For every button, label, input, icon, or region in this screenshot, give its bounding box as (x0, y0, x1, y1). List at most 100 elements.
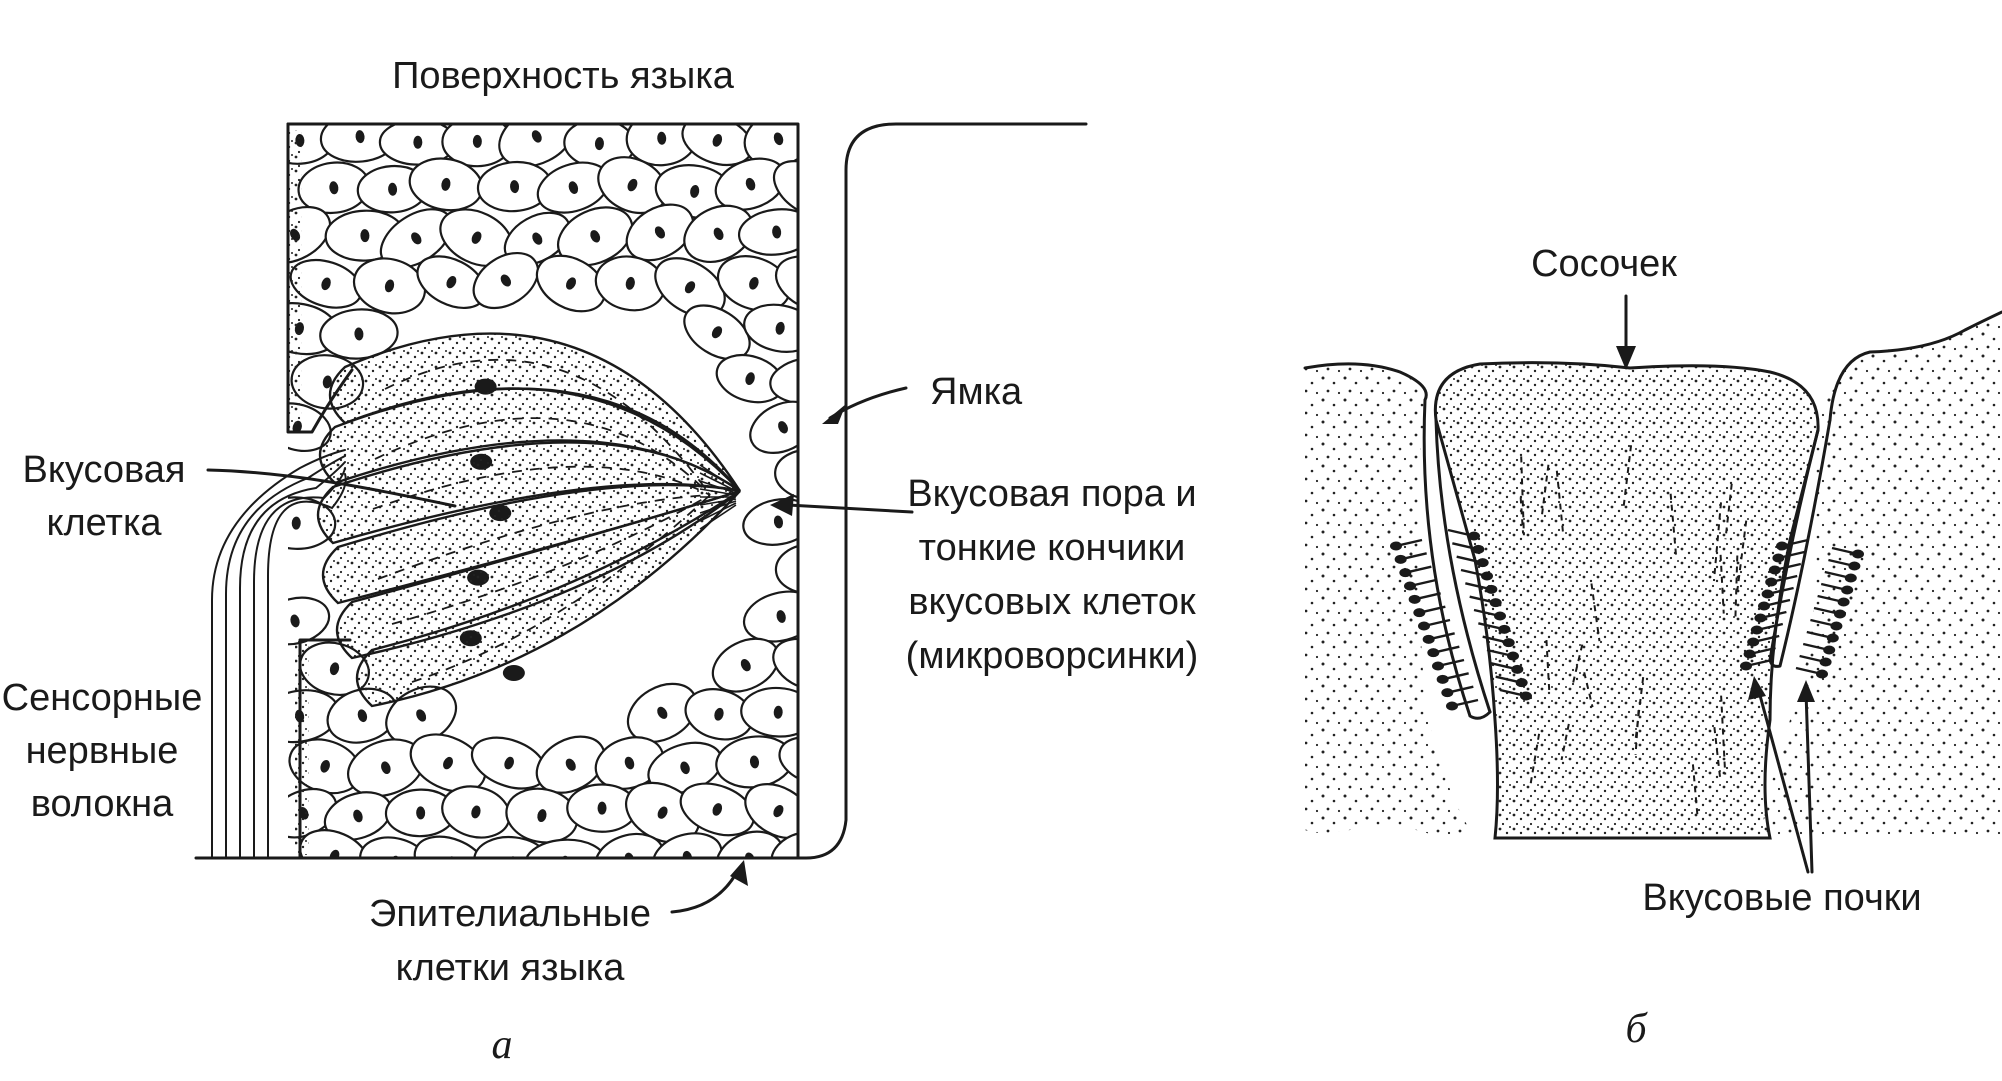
label-pore-line4: (микроворсинки) (906, 635, 1199, 677)
cell-nucleus (749, 277, 759, 290)
microvillus (699, 472, 737, 492)
cell-nucleus (360, 229, 370, 243)
taste-bud-head (1432, 661, 1444, 671)
taste-bud-head (1761, 589, 1774, 599)
microvillus (699, 498, 737, 506)
cell-nucleus (627, 178, 638, 192)
cell-nucleus (773, 805, 784, 818)
cell-nucleus (381, 761, 391, 775)
epithelium-leader (670, 868, 740, 914)
cell-nucleus (807, 277, 820, 292)
taste-bud-head (1502, 638, 1515, 648)
taste-bud-head (1520, 691, 1532, 701)
taste-bud-head (1834, 609, 1846, 619)
taste-bud-head (1498, 624, 1511, 634)
cell-nucleus (802, 182, 817, 198)
taste-bud-head (1844, 573, 1857, 583)
cell-nucleus (416, 806, 426, 820)
taste-bud-head (1768, 565, 1781, 575)
microvillus (699, 502, 737, 522)
pore-leader (786, 503, 914, 514)
cell-nucleus (531, 130, 542, 143)
cell-nucleus (537, 809, 547, 823)
label-tongue-surface: Поверхность языка (392, 55, 735, 97)
taste-bud-head (1511, 664, 1524, 674)
cell-nucleus (357, 709, 368, 723)
taste-bud-head (1481, 571, 1493, 581)
cell-nucleus (776, 610, 786, 623)
taste-bud-head (1758, 601, 1770, 611)
cell-nucleus (745, 852, 755, 858)
upper-basal-strip (288, 130, 302, 430)
cell-nucleus (804, 373, 814, 387)
taste-bud-head (1441, 688, 1454, 698)
taste-bud-head (1390, 541, 1402, 551)
cell-nucleus (775, 321, 785, 335)
lobe-dashed-line (391, 494, 711, 625)
taste-bud-head (1743, 649, 1756, 659)
label-nerve-line2: нервные (26, 730, 179, 772)
lower-basal-strip (295, 640, 309, 855)
taste-bud-head (1841, 585, 1854, 595)
taste-bud-head (1515, 678, 1528, 688)
taste-cell-lobe (355, 490, 741, 708)
taste-bud-head (1418, 621, 1430, 631)
taste-bud-head (1413, 608, 1426, 618)
cell-nucleus (773, 132, 784, 146)
cell-nucleus (594, 137, 604, 151)
right-tissue (1760, 315, 2002, 838)
cell-nucleus (388, 182, 398, 196)
papilla-streak (1590, 583, 1601, 642)
buds-arrowhead-left (1748, 676, 1766, 700)
papilla-streak (1720, 695, 1727, 775)
taste-bud-head (1852, 549, 1864, 559)
papilla-streak (1712, 502, 1723, 582)
cell-nucleus (320, 759, 330, 773)
papilla-streak (1571, 644, 1584, 687)
taste-bud-head (1472, 544, 1485, 554)
papilla-arrowhead (1616, 346, 1636, 370)
cell-nucleus (443, 756, 453, 770)
label-papilla: Сосочек (1531, 243, 1677, 285)
label-taste-cell-line2: клетка (46, 502, 162, 544)
taste-bud-head (1404, 581, 1416, 591)
lobe-dashed-line (377, 494, 711, 580)
cell-nucleus (806, 468, 816, 482)
taste-buds-comb (1390, 528, 1864, 711)
right-tissue-edge (1828, 310, 2002, 422)
cell-nucleus (657, 806, 668, 819)
cell-nucleus (624, 852, 635, 858)
taste-bud-head (1826, 633, 1839, 643)
cell-nucleus (654, 226, 666, 239)
taste-bud-head (1830, 621, 1843, 631)
taste-bud-head (1740, 661, 1752, 671)
buds-arrowhead-right (1797, 680, 1815, 702)
cell-nucleus (291, 516, 301, 530)
cell-nucleus (597, 801, 607, 815)
papilla-streak (1541, 464, 1550, 515)
taste-bud-head (1754, 613, 1767, 623)
papilla-streak (1529, 733, 1541, 785)
taste-bud-head (1436, 674, 1449, 684)
cell-nucleus (355, 130, 365, 144)
label-nerve-line1: Сенсорные (2, 677, 203, 719)
cell-nucleus (411, 232, 422, 245)
taste-bud-head (1507, 651, 1519, 661)
cell-nucleus (504, 756, 514, 770)
tissue-outline (286, 122, 800, 860)
epithelial-cell (413, 835, 488, 858)
cell-nucleus (711, 326, 723, 339)
tongue-surface-outline (194, 122, 1088, 860)
papilla-streak (1691, 764, 1699, 815)
cell-nucleus (441, 177, 451, 191)
cell-nucleus (471, 231, 482, 244)
taste-bud-head (1494, 611, 1506, 621)
label-epithelium-line1: Эпителиальные (369, 893, 651, 935)
papilla-streak (1634, 710, 1640, 755)
cell-nucleus (684, 281, 696, 294)
cell-nucleus (773, 705, 783, 719)
pit-arrowhead (822, 404, 846, 424)
microvillus (699, 480, 737, 494)
microvillus (699, 504, 737, 530)
